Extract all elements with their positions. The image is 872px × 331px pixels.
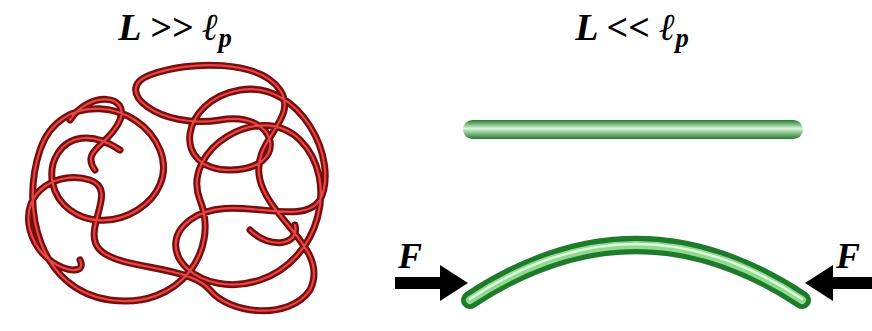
buckled-rod xyxy=(470,244,802,300)
straight-rod xyxy=(463,120,803,139)
regime-title: L << ℓp xyxy=(575,8,689,51)
force-label: F xyxy=(836,238,860,274)
regime-title: L >> ℓp xyxy=(118,8,232,51)
random-coil xyxy=(28,65,325,311)
force-label: F xyxy=(398,238,422,274)
